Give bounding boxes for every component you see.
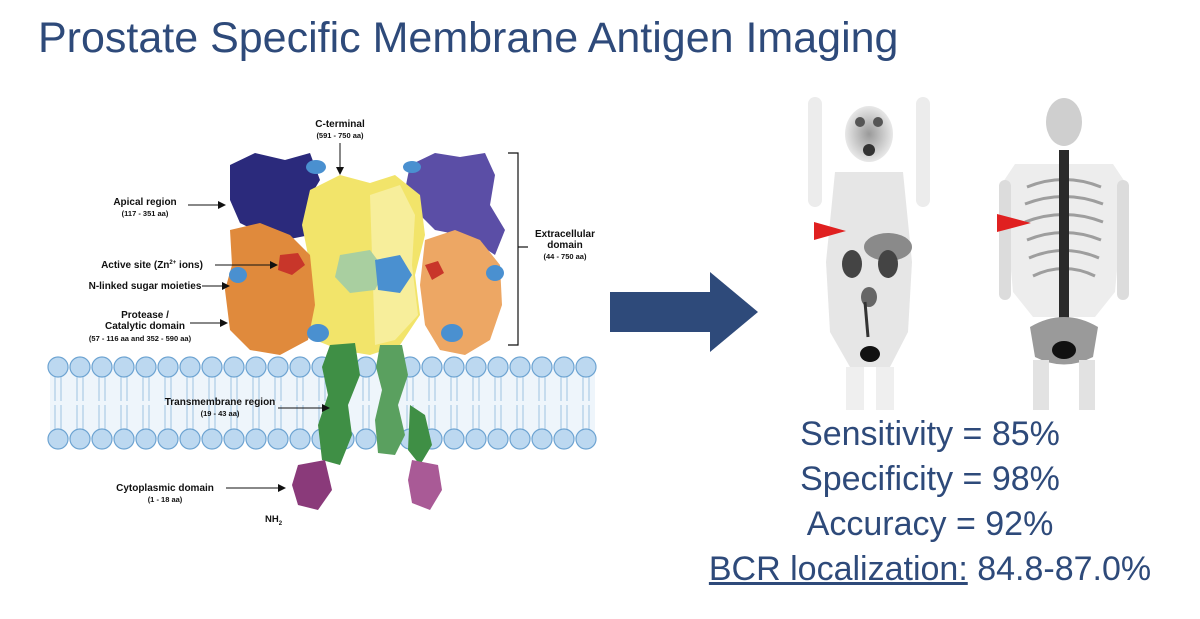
- label-apical-range: (117 - 351 aa): [122, 209, 169, 218]
- label-extracellular-1: Extracellular: [535, 229, 595, 240]
- accuracy-stat: Accuracy = 92%: [806, 505, 1054, 543]
- psma-protein: [225, 153, 505, 510]
- label-extracellular-range: (44 - 750 aa): [544, 252, 587, 261]
- bcr-label: BCR localization:: [708, 550, 968, 588]
- label-c-terminal-range: (591 - 750 aa): [316, 131, 364, 140]
- label-cytoplasmic-range: (1 - 18 aa): [148, 495, 183, 504]
- specificity-stat: Specificity = 98%: [800, 460, 1060, 498]
- psma-structure-diagram: C-terminal (591 - 750 aa) Apical region …: [47, 119, 597, 525]
- diagnostic-stats: Sensitivity = 85% Specificity = 98% Accu…: [660, 412, 1200, 592]
- label-protease-2: Catalytic domain: [105, 321, 185, 332]
- pet-scan-b: [985, 92, 1143, 410]
- label-cytoplasmic: Cytoplasmic domain: [116, 483, 214, 494]
- lesion-marker-icon: [814, 222, 846, 240]
- diagram-labels: C-terminal (591 - 750 aa) Apical region …: [89, 119, 596, 525]
- label-transmembrane-range: (19 - 43 aa): [201, 409, 240, 418]
- label-active-site: Active site (Zn2+ ions): [101, 260, 203, 271]
- label-protease-range: (57 - 116 aa and 352 - 590 aa): [89, 334, 192, 343]
- sensitivity-stat: Sensitivity = 85%: [800, 415, 1060, 453]
- lesion-marker-icon: [997, 214, 1031, 232]
- label-transmembrane: Transmembrane region: [165, 397, 276, 408]
- label-protease-1: Protease /: [121, 310, 169, 321]
- slide-title: Prostate Specific Membrane Antigen Imagi…: [38, 14, 899, 62]
- bcr-value: 84.8-87.0%: [967, 550, 1152, 588]
- label-apical-region: Apical region: [113, 197, 176, 208]
- pet-scan-a: [790, 92, 948, 410]
- label-n-linked: N-linked sugar moieties: [89, 281, 202, 292]
- label-extracellular-2: domain: [547, 240, 583, 251]
- right-arrow-icon: [610, 272, 758, 352]
- label-nh2: NH2: [265, 514, 283, 525]
- label-c-terminal: C-terminal: [315, 119, 365, 130]
- bcr-stat: BCR localization: 84.8-87.0%: [660, 547, 1200, 592]
